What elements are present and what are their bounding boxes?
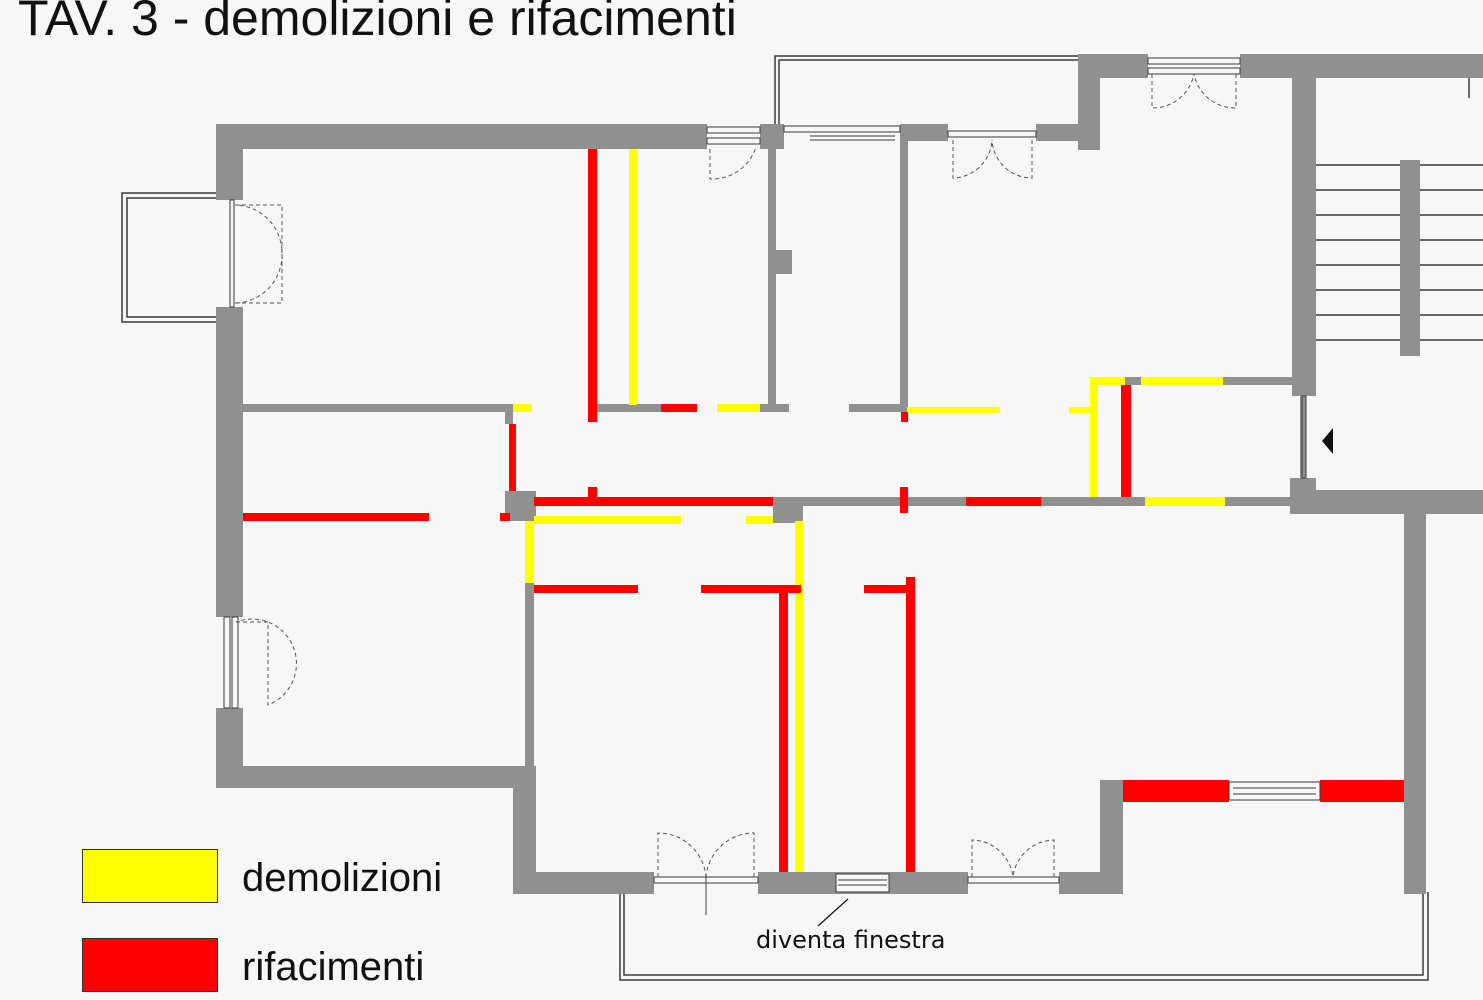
existing-walls: [216, 54, 1483, 894]
door-swings: [234, 73, 1237, 878]
legend-label-rebuild: rifacimenti: [242, 945, 425, 989]
plan-title: TAV. 3 - demolizioni e rifacimenti: [18, 0, 737, 46]
rebuild-walls: [243, 149, 1404, 872]
entrance-arrow-icon: [1322, 428, 1333, 454]
windows: [223, 57, 1321, 893]
annotation-text: diventa finestra: [756, 926, 946, 954]
legend-swatch-demolition: [82, 849, 218, 903]
legend-swatch-rebuild: [82, 938, 218, 992]
annotation-leader: [817, 898, 849, 927]
demolition-walls: [513, 149, 1225, 872]
legend-label-demolition: demolizioni: [242, 856, 443, 900]
outline-lines: [121, 55, 1483, 981]
